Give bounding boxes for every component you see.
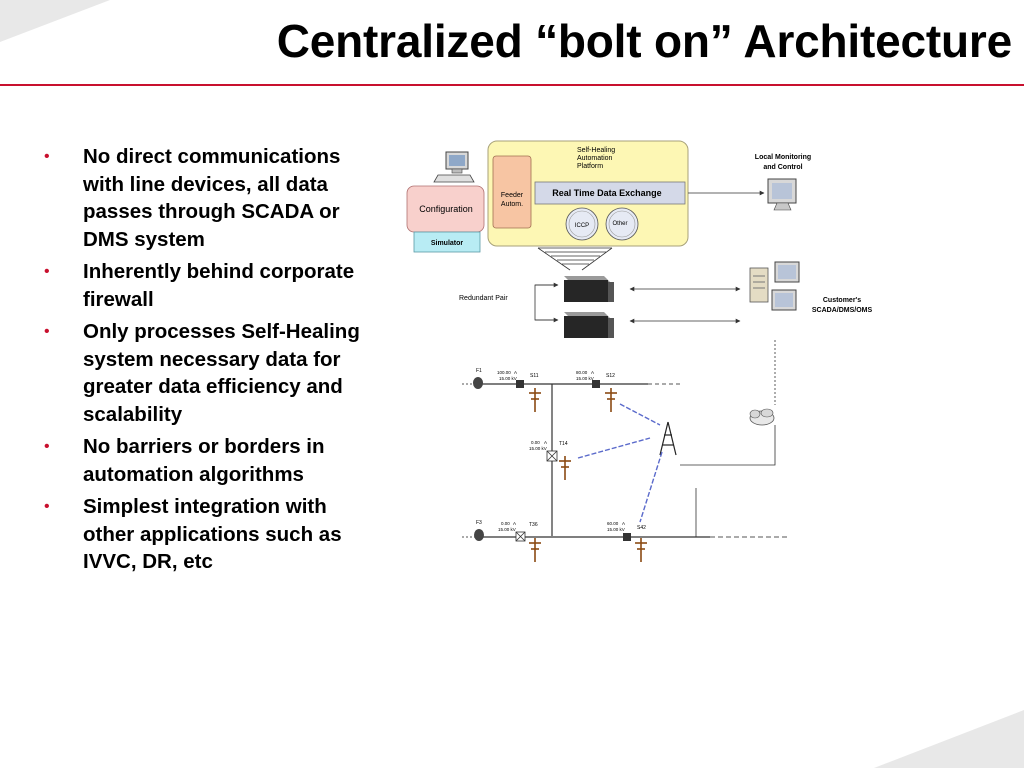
- platform-label: Automation: [577, 155, 613, 162]
- bullet-item: • No direct communications with line devi…: [44, 143, 374, 253]
- bullet-list: • No direct communications with line devi…: [44, 143, 374, 581]
- iccp-label: ICCP: [575, 223, 589, 229]
- switch-current: 80.00: [576, 370, 588, 375]
- breaker-icon: [473, 377, 483, 389]
- link-line: [534, 284, 556, 321]
- bullet-text: No barriers or borders in automation alg…: [83, 435, 325, 486]
- server-icon: [564, 312, 614, 338]
- radio-links: [577, 403, 663, 523]
- switch-id: S11: [530, 373, 539, 379]
- funnel-lines: [537, 247, 613, 271]
- switch-voltage: 15.00 kV: [576, 376, 594, 381]
- iccp-node: [565, 207, 599, 241]
- feeder-automation-label: Feeder: [501, 192, 524, 199]
- bullet-text: Simplest integration with other applicat…: [83, 495, 342, 573]
- feeder-automation-label: Autom.: [501, 201, 523, 208]
- corner-decoration: [0, 0, 110, 42]
- bullet-marker: •: [44, 498, 50, 515]
- simulator-label: Simulator: [431, 240, 464, 247]
- bullet-marker: •: [44, 148, 50, 165]
- switch-id: S42: [637, 525, 646, 531]
- radio-tower-icon: [659, 421, 677, 456]
- cloud-icon: [749, 408, 775, 426]
- platform-label: Platform: [577, 163, 603, 170]
- platform-label: Self-Healing: [577, 147, 615, 154]
- other-label: Other: [612, 221, 627, 227]
- server-icon: [564, 276, 614, 302]
- redundant-pair-label: Redundant Pair: [459, 295, 508, 302]
- switch-current: 0.00: [531, 440, 540, 445]
- utility-pole-icon: [605, 388, 617, 412]
- feeder-id: F3: [476, 520, 482, 526]
- slide-title: Centralized “bolt on” Architecture: [276, 15, 1012, 67]
- switch-voltage: 15.00 kV: [499, 376, 517, 381]
- configuration-label: Configuration: [419, 204, 473, 214]
- switch-id: T14: [559, 441, 568, 447]
- customer-system-label: SCADA/DMS/OMS: [812, 307, 873, 314]
- bullet-text: Only processes Self-Healing system neces…: [83, 320, 360, 426]
- local-monitoring-label: and Control: [763, 164, 802, 171]
- rtde-label: Real Time Data Exchange: [552, 188, 661, 198]
- switch-icon: [623, 533, 631, 541]
- bullet-text: No direct communications with line devic…: [83, 145, 341, 251]
- tie-switch-icon: [546, 450, 558, 462]
- bullet-item: • Simplest integration with other applica…: [44, 493, 374, 576]
- other-node: [605, 207, 639, 241]
- workstation-icon: [433, 151, 475, 183]
- switch-voltage: 15.00 kV: [607, 527, 625, 532]
- rtde-box: [534, 181, 686, 205]
- switch-current-unit: A: [514, 370, 517, 375]
- switch-current: 0.00: [501, 521, 510, 526]
- bullet-text: Inherently behind corporate firewall: [83, 260, 355, 311]
- bullet-item: • Only processes Self-Healing system nece…: [44, 318, 374, 428]
- feeder-line: [462, 377, 680, 389]
- utility-pole-icon: [529, 388, 541, 412]
- switch-icon: [516, 380, 524, 388]
- link-line: [680, 425, 776, 466]
- customer-system-label: Customer's: [823, 297, 861, 304]
- server-tower-icon: [749, 267, 769, 303]
- switch-current-unit: A: [622, 521, 625, 526]
- switch-current-unit: A: [513, 521, 516, 526]
- utility-pole-icon: [529, 538, 541, 562]
- local-monitoring-label: Local Monitoring: [755, 154, 811, 161]
- switch-id: T36: [529, 522, 538, 528]
- other-node: [608, 210, 636, 238]
- feeder-automation-box: [492, 155, 532, 229]
- title-divider: [0, 84, 1024, 86]
- simulator-box: [413, 231, 481, 253]
- bullet-marker: •: [44, 323, 50, 340]
- switch-current-unit: A: [544, 440, 547, 445]
- switch-voltage: 15.00 kV: [498, 527, 516, 532]
- bullet-marker: •: [44, 263, 50, 280]
- feeder-line: [462, 488, 788, 542]
- switch-current: 60.00: [607, 521, 619, 526]
- corner-decoration: [874, 710, 1024, 768]
- monitor-icon: [771, 261, 800, 311]
- switch-current: 100.00: [497, 370, 511, 375]
- breaker-icon: [474, 529, 484, 541]
- bullet-marker: •: [44, 438, 50, 455]
- switch-current-unit: A: [591, 370, 594, 375]
- switch-voltage: 15.00 kV: [529, 446, 547, 451]
- feeder-id: F1: [476, 368, 482, 374]
- bullet-item: • Inherently behind corporate firewall: [44, 258, 374, 313]
- utility-pole-icon: [559, 456, 571, 480]
- bullet-item: • No barriers or borders in automation al…: [44, 433, 374, 488]
- iccp-node: [568, 210, 596, 238]
- utility-pole-icon: [635, 538, 647, 562]
- switch-id: S12: [606, 373, 615, 379]
- monitor-icon: [767, 178, 797, 211]
- switch-icon: [592, 380, 600, 388]
